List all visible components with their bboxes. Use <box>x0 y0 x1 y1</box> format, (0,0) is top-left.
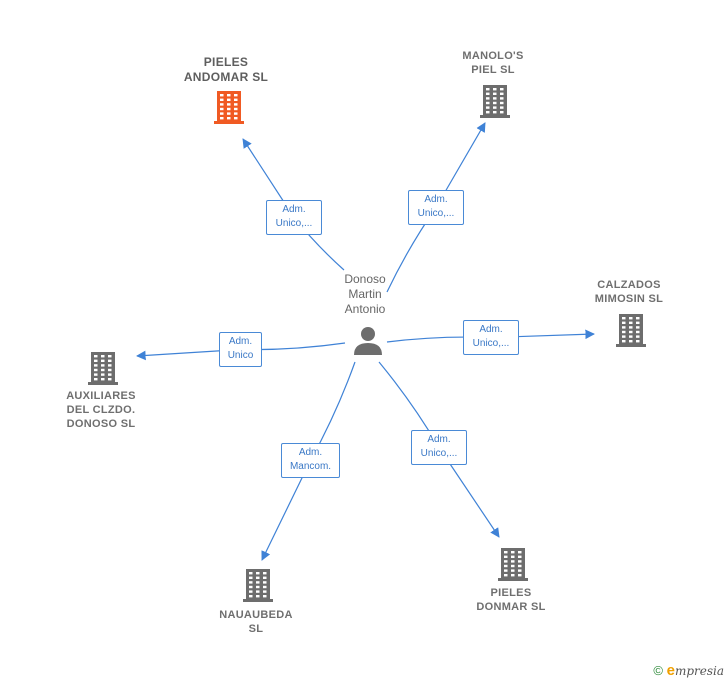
building-icon-calzados-mimosin[interactable] <box>616 314 646 347</box>
role-box-auxiliares[interactable]: Adm. Unico <box>219 332 262 367</box>
person-label: Donoso Martin Antonio <box>344 272 386 316</box>
company-label-nauaubeda[interactable]: NAUAUBEDA SL <box>219 609 293 635</box>
company-label-manolos-piel[interactable]: MANOLO'S PIEL SL <box>462 50 524 76</box>
building-icon-manolos-piel[interactable] <box>480 85 510 118</box>
role-box-manolos-piel[interactable]: Adm. Unico,... <box>408 190 464 225</box>
role-box-pieles-andomar[interactable]: Adm. Unico,... <box>266 200 322 235</box>
copyright-symbol: © <box>653 663 663 678</box>
company-label-pieles-donmar[interactable]: PIELES DONMAR SL <box>476 587 546 613</box>
building-icon-nauaubeda[interactable] <box>243 569 273 602</box>
person-icon[interactable] <box>354 327 382 355</box>
role-box-pieles-donmar[interactable]: Adm. Unico,... <box>411 430 467 465</box>
building-icon-auxiliares[interactable] <box>88 352 118 385</box>
company-label-pieles-andomar[interactable]: PIELES ANDOMAR SL <box>183 55 269 84</box>
company-label-calzados-mimosin[interactable]: CALZADOS MIMOSIN SL <box>594 279 664 305</box>
building-icon-pieles-andomar[interactable] <box>214 91 244 124</box>
brand-initial: e <box>666 662 675 679</box>
role-box-calzados-mimosin[interactable]: Adm. Unico,... <box>463 320 519 355</box>
building-icon-pieles-donmar[interactable] <box>498 548 528 581</box>
role-box-nauaubeda[interactable]: Adm. Mancom. <box>281 443 340 478</box>
brand-name: mpresia <box>674 664 724 678</box>
company-label-auxiliares[interactable]: AUXILIARES DEL CLZDO. DONOSO SL <box>66 390 136 430</box>
empresia-logo: © empresia <box>653 662 724 679</box>
